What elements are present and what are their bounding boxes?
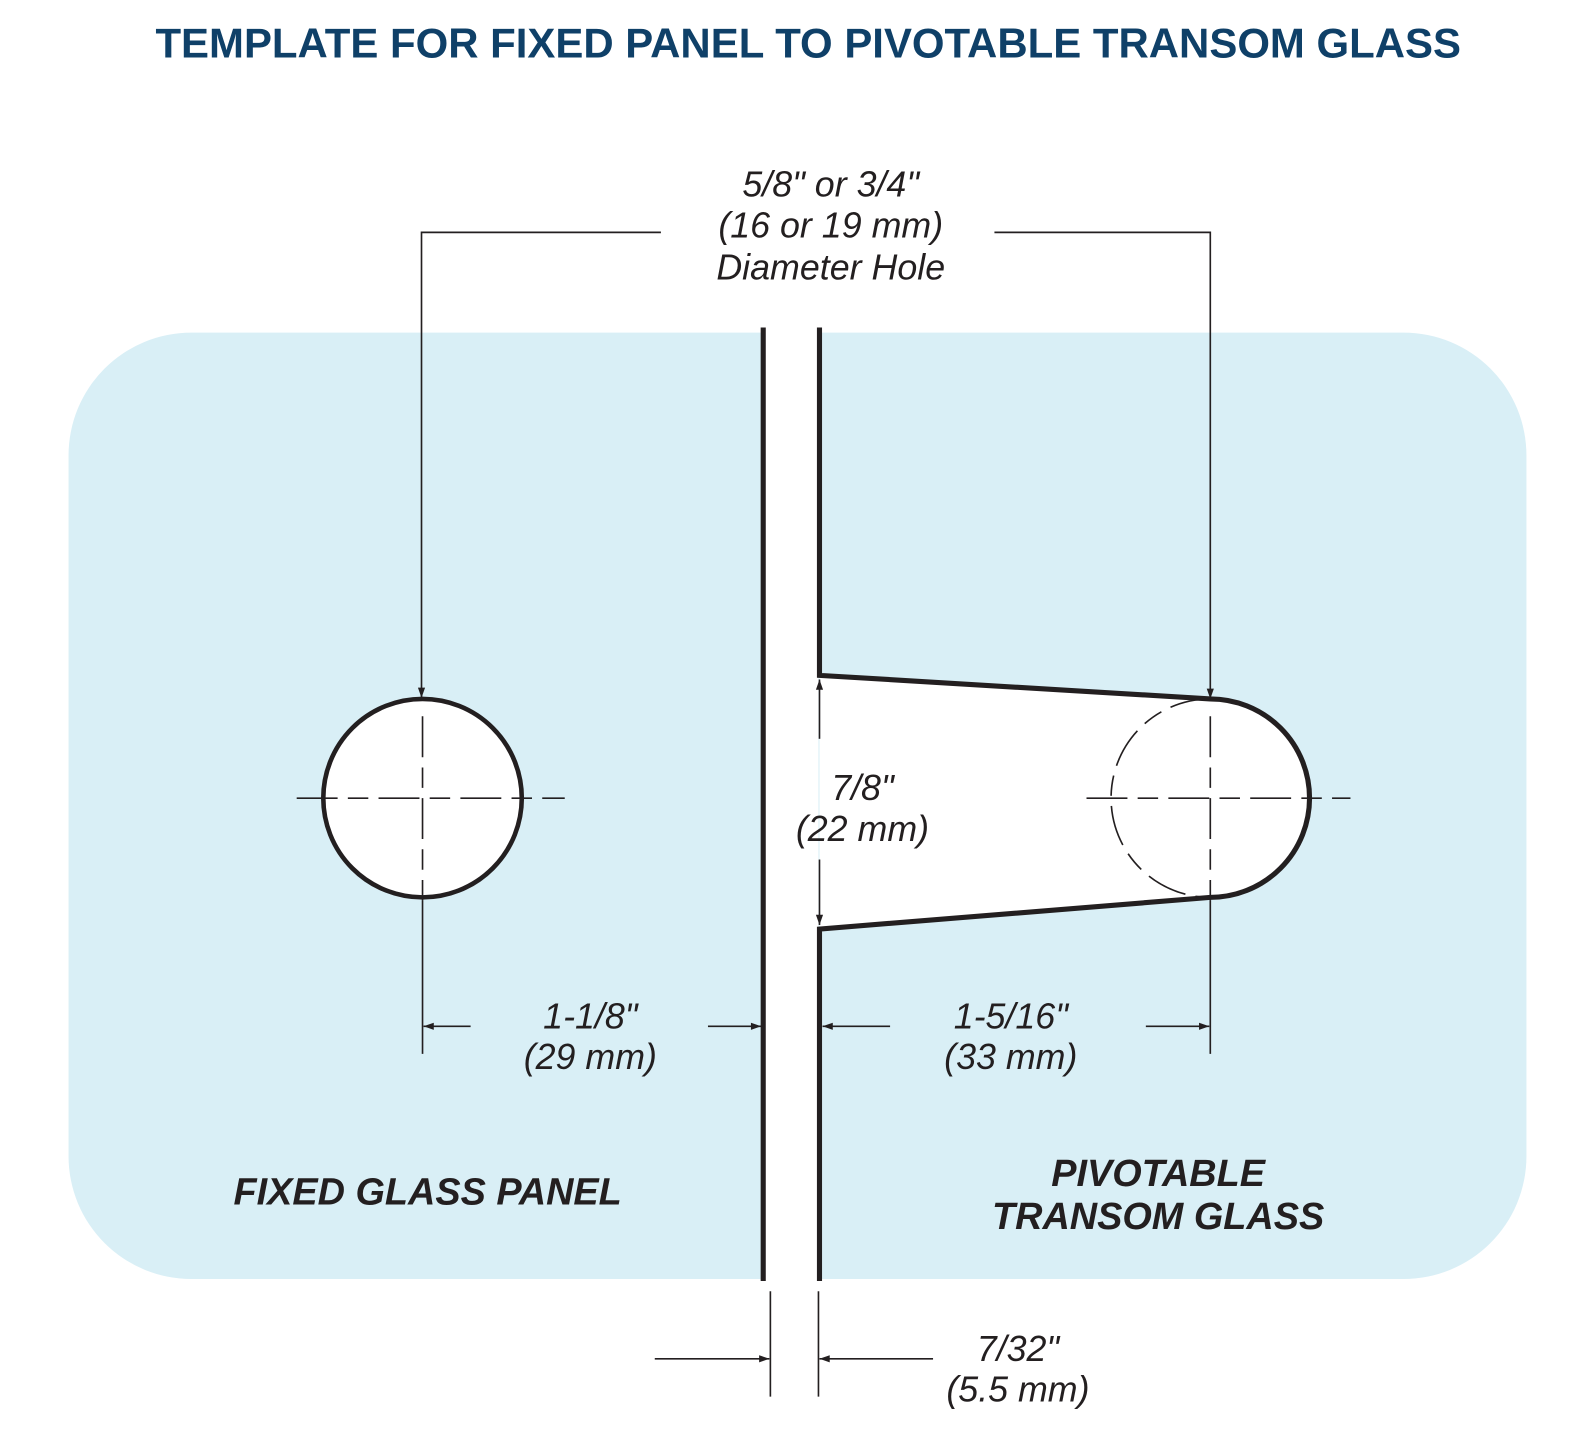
gap-imperial: 7/32" [977, 1329, 1062, 1369]
fixed-offset-imperial: 1-1/8" [543, 996, 640, 1036]
fixed-offset-metric: (29 mm) [524, 1037, 657, 1077]
leader-right [994, 231, 1214, 699]
leader-left [417, 231, 661, 698]
transom-hole-phantom [1110, 698, 1211, 899]
transom-label-line2: TRANSOM GLASS [992, 1196, 1324, 1238]
fixed-glass-panel-label: FIXED GLASS PANEL [233, 1171, 621, 1213]
transom-offset-imperial: 1-5/16" [954, 996, 1071, 1036]
transom-label-line1: PIVOTABLE [1051, 1153, 1267, 1195]
hole-size-imperial: 5/8" or 3/4" [742, 165, 921, 205]
transom-notch [819, 675, 1310, 930]
page-title: TEMPLATE FOR FIXED PANEL TO PIVOTABLE TR… [155, 19, 1461, 66]
notch-height-imperial: 7/8" [831, 768, 896, 808]
glass-gap [765, 325, 819, 1283]
gap-metric: (5.5 mm) [946, 1370, 1089, 1410]
transom-offset-metric: (33 mm) [944, 1037, 1077, 1077]
hole-size-metric: (16 or 19 mm) [718, 205, 943, 245]
hole-callout-label: Diameter Hole [716, 247, 945, 287]
notch-height-metric: (22 mm) [796, 809, 929, 849]
